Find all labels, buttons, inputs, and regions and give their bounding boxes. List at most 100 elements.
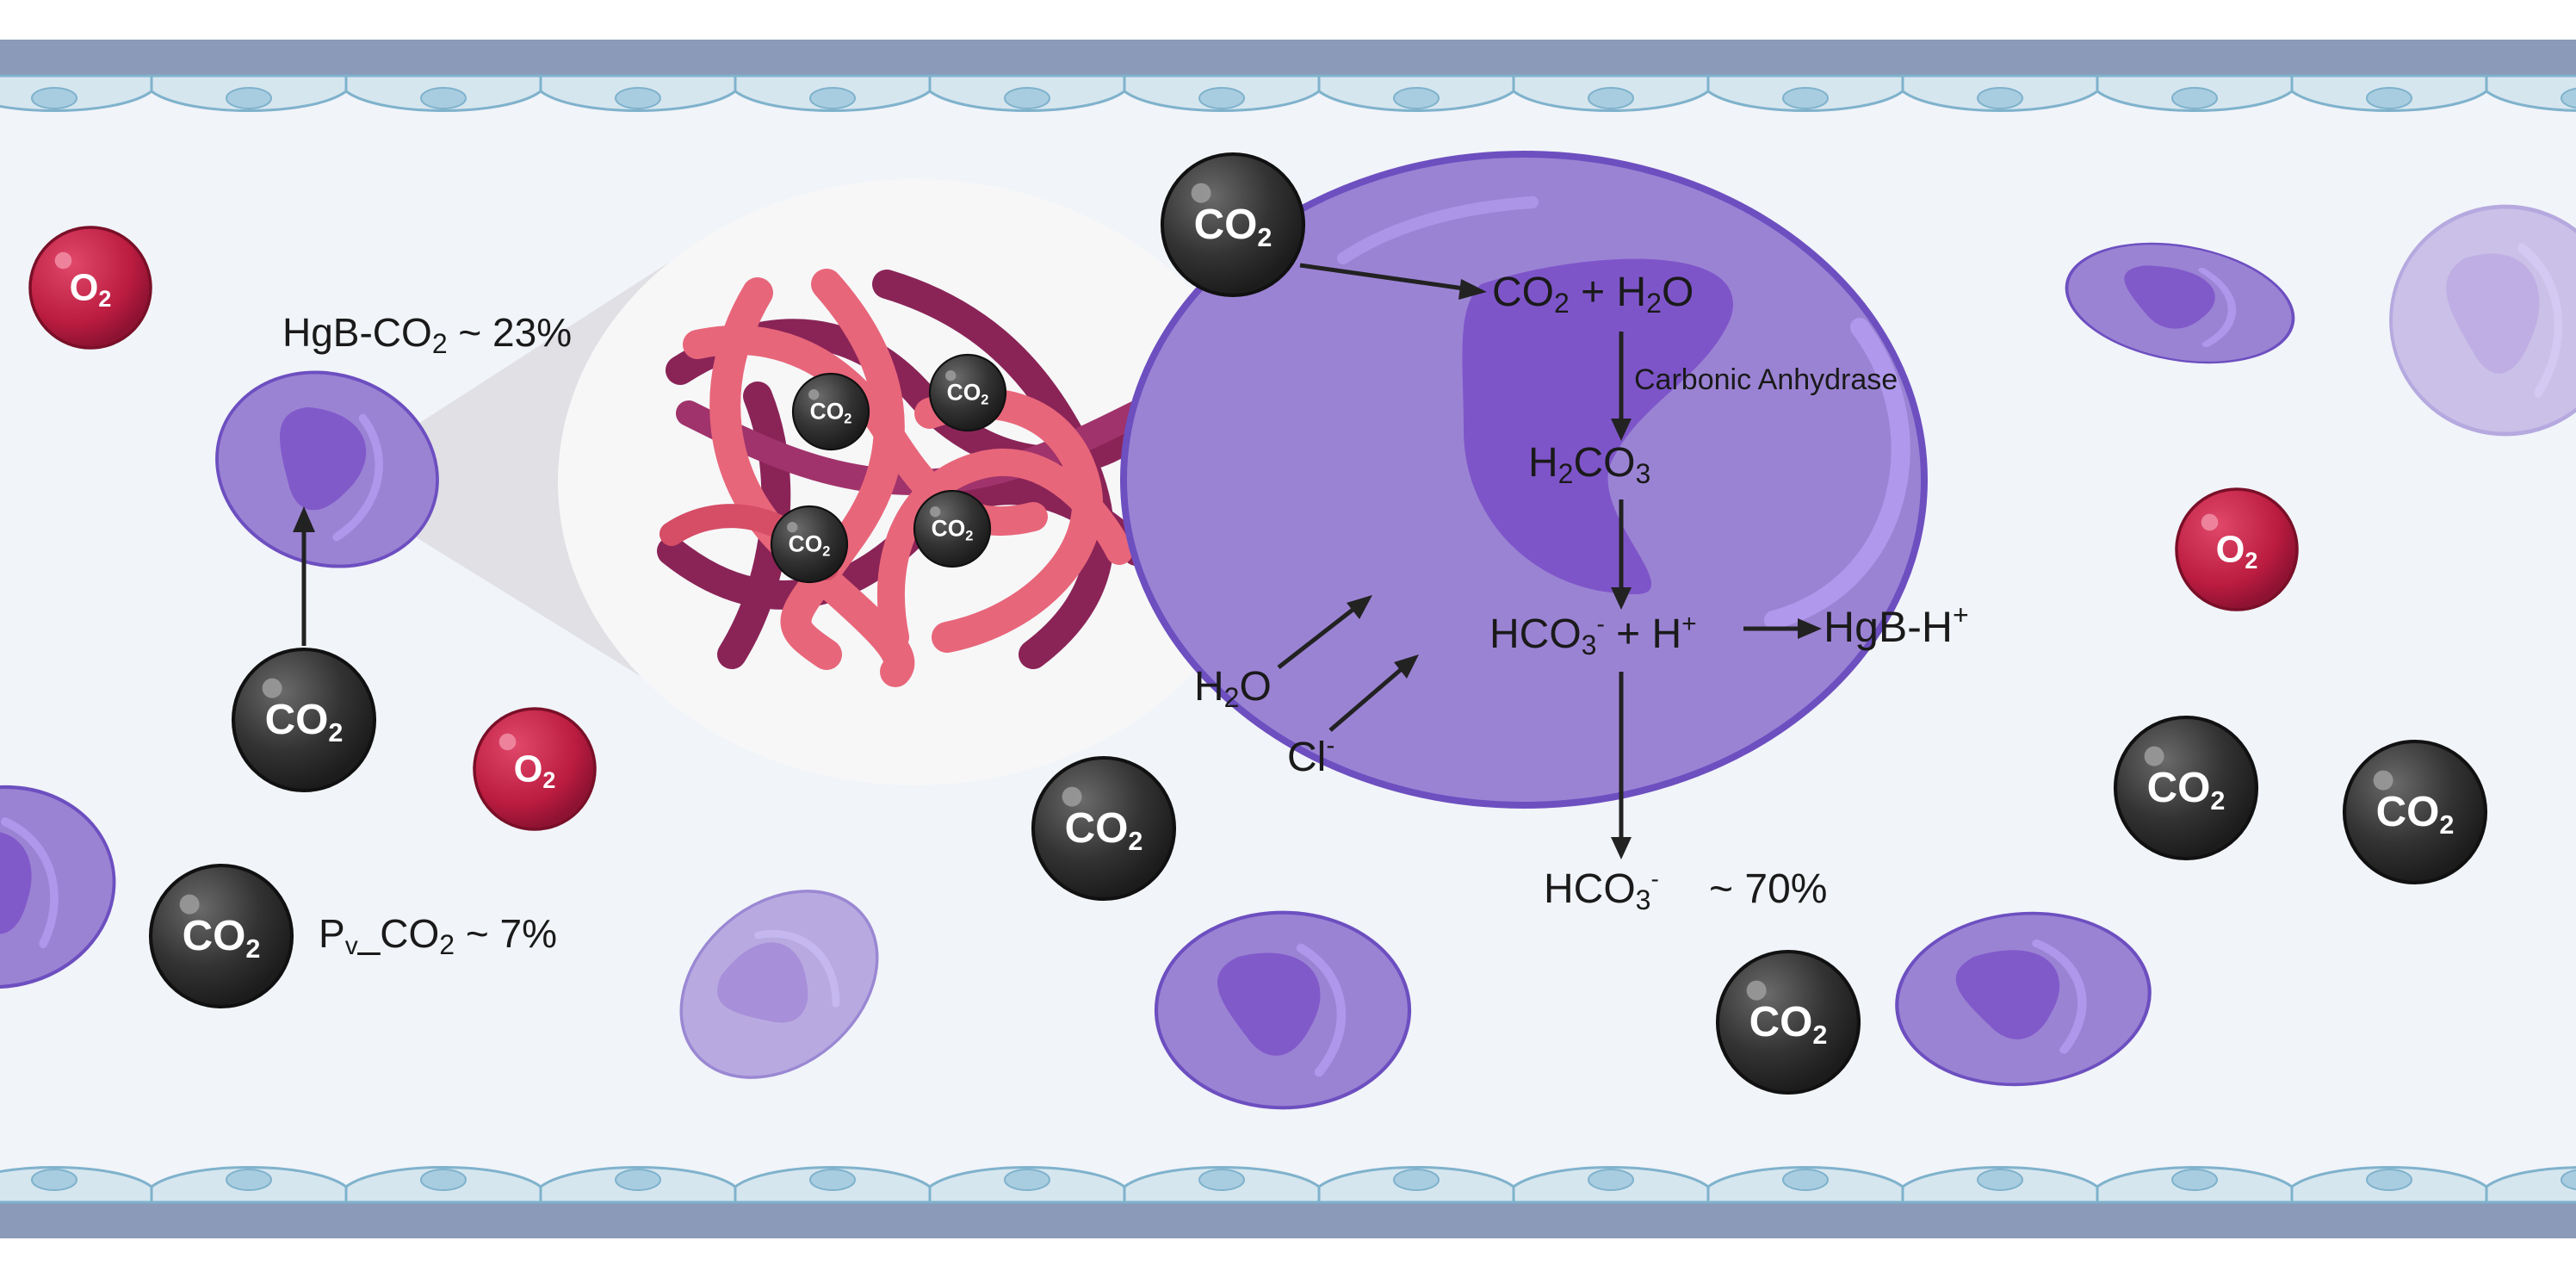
nucleus: [1588, 87, 1634, 109]
co2-molecule: CO2: [1160, 152, 1306, 298]
endothelium-bottom: [0, 1166, 2576, 1204]
nucleus: [226, 1169, 272, 1191]
o2-label: O2: [70, 267, 112, 312]
nucleus: [1004, 1169, 1050, 1191]
nucleus: [1977, 1169, 2023, 1191]
co2-molecule: CO2: [1031, 755, 1177, 902]
co2-label: CO2: [183, 912, 261, 964]
endothelium-top-cell: [1512, 74, 1710, 112]
co2-molecule: CO2: [231, 647, 377, 793]
co2-label: CO2: [810, 399, 852, 427]
labels: HgB-CO2 ~ 23% Pv_CO2 ~ 7% CO2 + H2O Carb…: [282, 270, 1969, 960]
bound-co2-molecule: CO2: [913, 489, 992, 568]
o2-label: O2: [514, 748, 556, 793]
endothelium-bottom-cell: [2096, 1166, 2294, 1204]
bicarbonate-out-label: HCO3-: [1544, 865, 1659, 915]
arrow-co2-into-cell: [1299, 263, 1464, 291]
endothelium-bottom-cell: [1901, 1166, 2099, 1204]
o2-molecule: O2: [2175, 487, 2299, 611]
endothelium-top-cell: [1901, 74, 2099, 112]
nucleus: [809, 1169, 856, 1191]
nucleus: [615, 87, 661, 109]
co2-label: CO2: [1065, 804, 1143, 856]
nucleus: [1393, 87, 1440, 109]
co2-molecule: CO2: [2113, 715, 2259, 861]
endothelium-bottom-cell: [734, 1166, 932, 1204]
endothelium-top-cell: [150, 74, 348, 112]
nucleus: [1977, 87, 2023, 109]
endothelium-bottom-cell: [928, 1166, 1126, 1204]
co2-label: CO2: [1749, 998, 1828, 1050]
endothelium-bottom-cell: [344, 1166, 542, 1204]
nucleus: [2561, 87, 2576, 109]
bound-co2-molecule: CO2: [791, 372, 870, 451]
rbc-large: [1120, 151, 1928, 809]
endothelium-top-cell: [2485, 74, 2576, 112]
nucleus: [2366, 87, 2412, 109]
nucleus: [2171, 1169, 2218, 1191]
o2-molecule: O2: [28, 226, 152, 350]
co2-label: CO2: [789, 531, 831, 560]
endothelium-top-cell: [2290, 74, 2488, 112]
nucleus: [2366, 1169, 2412, 1191]
endothelium-top-cell: [1317, 74, 1515, 112]
vessel-wall-top: [0, 40, 2576, 76]
rbc-bottom-center: [1156, 913, 1409, 1108]
endothelium-bottom-cell: [2485, 1166, 2576, 1204]
endothelium-top-cell: [734, 74, 932, 112]
nucleus: [2561, 1169, 2576, 1191]
co2-molecule: CO2: [2342, 739, 2488, 885]
arrow-cl-in: [1328, 666, 1405, 732]
hgb-h-label: HgB-H+: [1824, 599, 1969, 651]
co2-label: CO2: [947, 380, 989, 408]
endothelium-top-cell: [1123, 74, 1321, 112]
nucleus: [615, 1169, 661, 1191]
nucleus: [31, 1169, 77, 1191]
enzyme-label: Carbonic Anhydrase: [1634, 363, 1898, 396]
bound-co2-molecule: CO2: [928, 353, 1007, 432]
endothelium-bottom-cell: [150, 1166, 348, 1204]
nucleus: [1004, 87, 1050, 109]
endothelium-top-cell: [928, 74, 1126, 112]
endothelium-top: [0, 74, 2576, 112]
endothelium-bottom-cell: [1706, 1166, 1904, 1204]
endothelium-bottom-cell: [2290, 1166, 2488, 1204]
nucleus: [809, 87, 856, 109]
nucleus: [2171, 87, 2218, 109]
co2-molecule: CO2: [148, 863, 294, 1009]
bicarbonate-percent: ~ 70%: [1709, 866, 1827, 912]
endothelium-bottom-cell: [1512, 1166, 1710, 1204]
nucleus: [226, 87, 272, 109]
endothelium-top-cell: [2096, 74, 2294, 112]
nucleus: [1588, 1169, 1634, 1191]
endothelium-top-cell: [0, 74, 153, 112]
hgb-co2-label: HgB-CO2 ~ 23%: [282, 310, 572, 359]
arrow-h2o-in: [1277, 605, 1358, 669]
nucleus: [420, 1169, 467, 1191]
co2-label: CO2: [265, 696, 344, 747]
nucleus: [420, 87, 467, 109]
nucleus: [1393, 1169, 1440, 1191]
co2-label: CO2: [2376, 788, 2455, 840]
endothelium-bottom-cell: [1123, 1166, 1321, 1204]
nucleus: [1198, 87, 1245, 109]
arrows: [301, 263, 1799, 840]
nucleus: [1782, 1169, 1829, 1191]
bicarbonate-proton-label: HCO3- + H+: [1489, 610, 1697, 661]
endothelium-top-cell: [344, 74, 542, 112]
pv-co2-label: Pv_CO2 ~ 7%: [319, 911, 557, 960]
o2-molecule: O2: [473, 707, 597, 831]
co2-label: CO2: [1194, 201, 1273, 252]
bound-co2-molecule: CO2: [770, 505, 849, 584]
chloride-label: Cl-: [1287, 731, 1334, 780]
arrowheads: [293, 279, 1822, 859]
nucleus: [1782, 87, 1829, 109]
co2-molecule: CO2: [1715, 949, 1861, 1095]
nucleus: [1198, 1169, 1245, 1191]
vessel-wall-bottom: [0, 1202, 2576, 1238]
co2-label: CO2: [2147, 764, 2226, 816]
o2-label: O2: [2216, 529, 2258, 574]
endothelium-bottom-cell: [0, 1166, 153, 1204]
